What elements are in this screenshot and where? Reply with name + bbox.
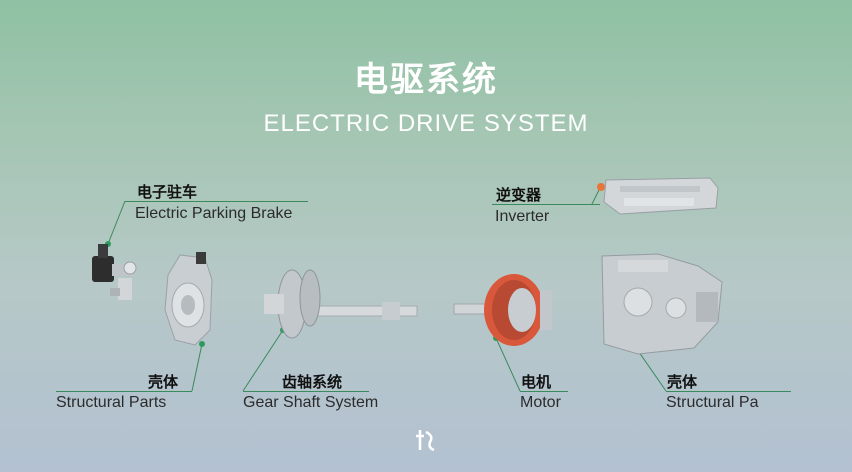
structural-left-leader-line (56, 391, 192, 392)
inverter-label-cn: 逆变器 (496, 186, 542, 204)
structural-right-leader-line (666, 391, 791, 392)
motor-label-cn: 电机 (521, 373, 552, 391)
motor-label-en: Motor (520, 394, 561, 411)
gear-shaft-label-cn: 齿轴系统 (282, 373, 343, 391)
parking-brake-leader-line (125, 201, 308, 202)
parking-brake-label-en: Electric Parking Brake (135, 205, 293, 222)
inverter-part-image (603, 177, 719, 215)
structural-left-label-cn: 壳体 (148, 373, 179, 391)
structural-right-part-image (601, 253, 723, 355)
structural-left-part-image (164, 252, 213, 346)
brand-logo-icon (416, 430, 435, 452)
inverter-marker (597, 183, 605, 191)
structural-left-label-en: Structural Parts (56, 394, 167, 411)
page-title-en: ELECTRIC DRIVE SYSTEM (263, 110, 589, 137)
structural-right-label-cn: 壳体 (667, 373, 698, 391)
gear-shaft-leader-line (243, 391, 369, 392)
gear-shaft-label-en: Gear Shaft System (243, 394, 379, 411)
structural-right-label-en: Structural Pa (666, 394, 759, 411)
structural-left-marker (199, 341, 205, 347)
motor-part-image (453, 274, 552, 346)
inverter-label-en: Inverter (495, 208, 550, 225)
parking-brake-part-image (92, 244, 137, 300)
parking-brake-label-cn: 电子驻车 (137, 183, 198, 201)
gear-shaft-part-image (264, 269, 418, 339)
page-title-cn: 电驱系统 (354, 60, 498, 100)
motor-leader-line (520, 391, 568, 392)
inverter-leader-line (492, 204, 600, 205)
